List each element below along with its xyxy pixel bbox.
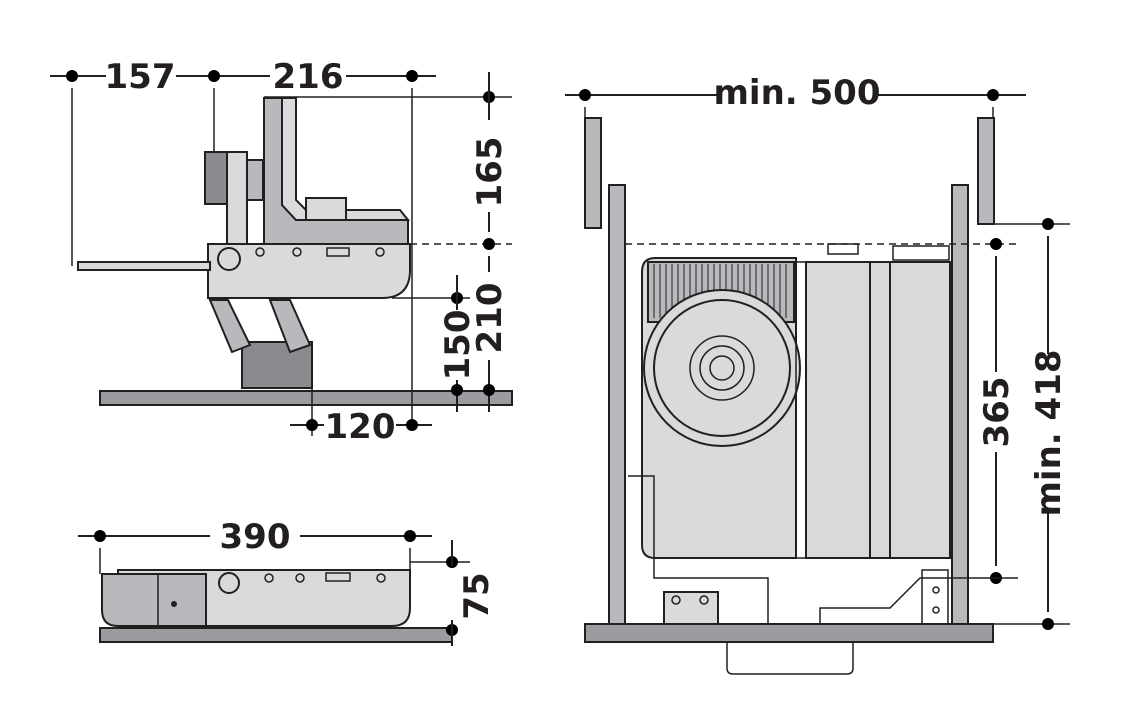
side-handle-back [246, 159, 264, 201]
front-view: min. 500 365 min. 418 [565, 73, 1070, 675]
folded-floor [99, 627, 453, 643]
front-foot-left [663, 591, 719, 625]
side-leg-right [268, 299, 312, 354]
side-main-body [207, 243, 411, 299]
side-dim-150: 150 [438, 310, 478, 381]
side-handle-light [226, 151, 248, 245]
side-dim-216: 216 [273, 57, 344, 97]
front-drawer-base [584, 623, 994, 643]
front-blade-inner [653, 299, 791, 437]
side-dim-165: 165 [470, 137, 510, 208]
front-dim-min-500: min. 500 [713, 73, 880, 113]
side-knob [217, 247, 241, 271]
folded-end-dark [101, 573, 207, 627]
front-carriage-right [889, 261, 951, 559]
front-carriage-mid [869, 261, 891, 559]
side-tray [77, 261, 211, 271]
side-view: 157 216 165 210 150 120 [50, 57, 513, 447]
folded-dim-390: 390 [220, 517, 291, 557]
side-floor [99, 390, 513, 406]
front-drawer-handle [726, 642, 854, 675]
side-dim-210: 210 [470, 283, 510, 354]
side-dim-120: 120 [325, 407, 396, 447]
folded-dim-75: 75 [457, 572, 497, 619]
side-handle-dark [204, 151, 228, 205]
front-dim-365: 365 [977, 377, 1017, 448]
front-wall-left [608, 184, 626, 626]
folded-view: 390 75 [78, 517, 497, 646]
front-carriage-left [805, 261, 871, 559]
folded-knob [218, 572, 240, 594]
side-upper-inner [281, 97, 411, 221]
front-wall-right [951, 184, 969, 626]
side-carriage [305, 197, 347, 221]
side-foot [241, 341, 313, 389]
side-leg-left [208, 299, 252, 354]
front-wall-top-right [977, 117, 995, 225]
side-dim-157: 157 [105, 57, 176, 97]
front-wall-top-left [584, 117, 602, 229]
front-dim-min-418: min. 418 [1029, 349, 1069, 516]
